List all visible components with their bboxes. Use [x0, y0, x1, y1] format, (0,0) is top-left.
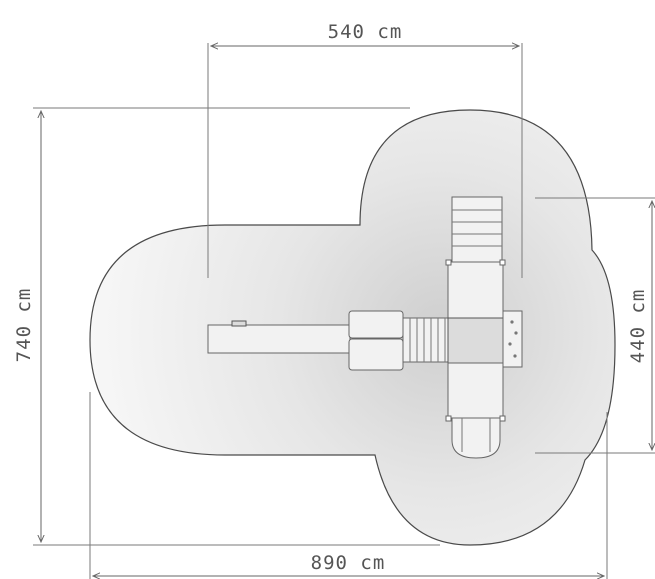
main-tower-upper: [447, 261, 504, 319]
dimension-label-right: 440 cm: [627, 289, 649, 364]
main-tower-deck: [447, 317, 504, 364]
dimension-lines: [41, 46, 652, 576]
bridge-planks: [409, 318, 446, 362]
extension-lines: [33, 43, 655, 579]
main-tower-lower: [447, 362, 504, 419]
slide-left: [207, 324, 351, 354]
ladder-rungs: [452, 209, 502, 247]
side-panel-marks: [508, 320, 518, 358]
small-tower-bottom: [348, 338, 404, 371]
dimension-label-left: 740 cm: [13, 288, 35, 363]
tower-posts: [445, 259, 506, 422]
dimension-label-top: 540 cm: [328, 21, 403, 43]
tube-slide: [451, 417, 501, 459]
ladder: [451, 196, 503, 264]
side-panel: [502, 310, 523, 368]
playground-equipment: [207, 196, 523, 459]
small-tower-top: [348, 310, 404, 339]
dimension-label-bottom: 890 cm: [311, 552, 386, 574]
slide-left-tip: [231, 320, 247, 327]
